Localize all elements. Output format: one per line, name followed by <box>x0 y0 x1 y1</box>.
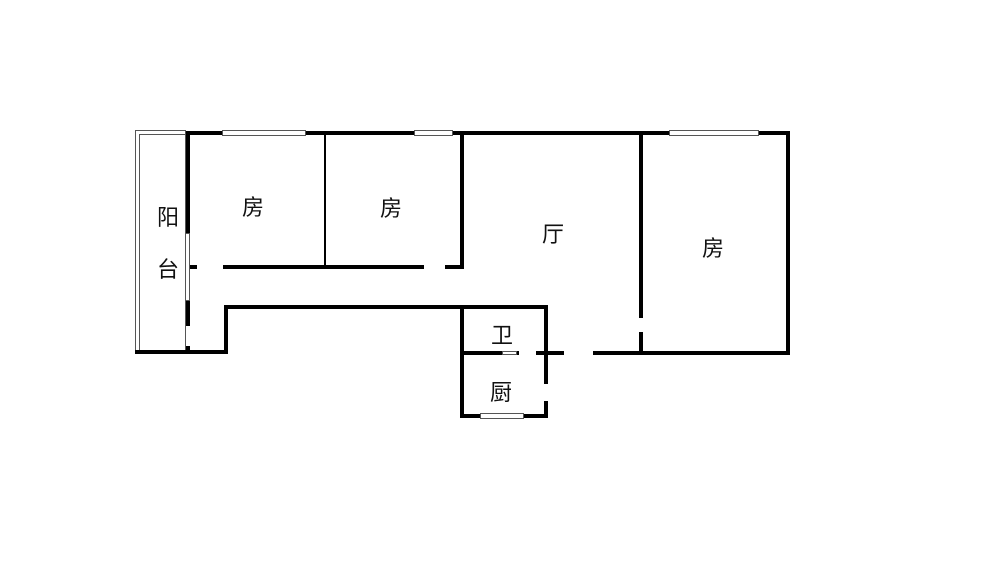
balcony-label-bottom: 台 <box>156 258 180 283</box>
window-bedroom-3 <box>669 130 759 136</box>
walls <box>135 130 790 418</box>
balcony-label-top: 阳 <box>156 206 180 231</box>
window-bedroom-2 <box>414 130 453 136</box>
kitchen-label: 厨 <box>489 381 513 406</box>
window-balcony <box>185 233 190 301</box>
window-bedroom-1 <box>222 130 306 136</box>
bathroom-label: 卫 <box>490 324 514 349</box>
bedroom-3-label: 房 <box>701 237 725 262</box>
bedroom-2-label: 房 <box>379 197 403 222</box>
windows <box>185 130 759 419</box>
window-kitchen <box>480 413 524 419</box>
bedroom-1-label: 房 <box>241 196 265 221</box>
living-room-label: 厅 <box>541 223 565 248</box>
balcony-outline-inner <box>139 134 186 353</box>
window-bath <box>502 351 517 355</box>
balcony-outline <box>135 130 186 353</box>
